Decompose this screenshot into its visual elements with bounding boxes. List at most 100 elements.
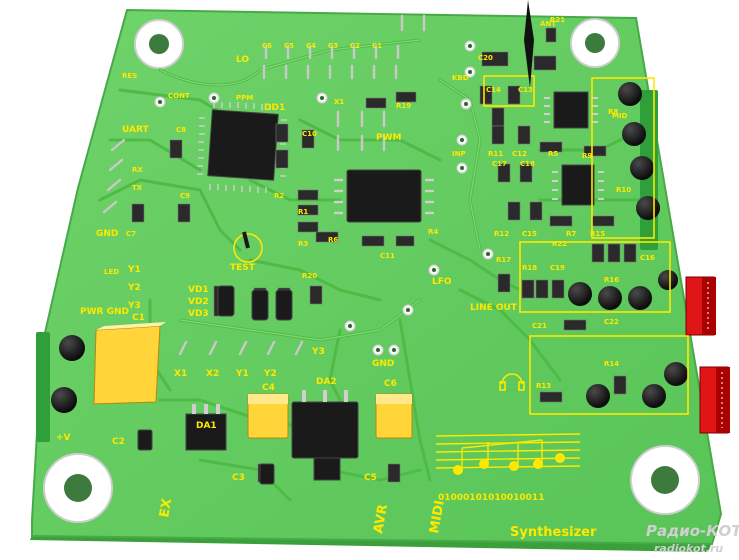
music-note-heads: [453, 453, 565, 475]
tx-label: TX: [132, 184, 143, 192]
led-label: LED: [104, 268, 119, 276]
ppm-label: PPM: [236, 94, 253, 102]
mount-hole-tl: [134, 19, 184, 69]
inp-label: INP: [452, 150, 466, 158]
hdr-c4: C4: [306, 42, 316, 50]
vd1-label: VD1: [188, 285, 209, 295]
c20-label: C20: [478, 54, 493, 62]
hv-label: +V: [56, 433, 71, 443]
r18-label: R18: [522, 264, 537, 272]
watermark-line1: Радио-КОТ: [646, 522, 739, 540]
title-midi: MIDI: [427, 499, 448, 535]
y-group-1: Y1: [127, 265, 141, 275]
r20-label: R20: [302, 272, 317, 280]
c14-label: C14: [486, 86, 501, 94]
cont-label: CONT: [168, 92, 190, 100]
pin-header-top: [262, 14, 426, 152]
c5-label: C5: [364, 473, 377, 483]
test-label: TEST: [230, 263, 256, 273]
hdr-c2: C2: [350, 42, 360, 50]
c18-label: C18: [520, 160, 535, 168]
pwr-gnd-label: PWR GND: [80, 307, 129, 317]
audio-jack-2: [699, 366, 730, 434]
lo-label: LO: [236, 55, 249, 65]
audio-jack-1: [685, 276, 716, 336]
c7-label: C7: [126, 230, 136, 238]
vias: [154, 40, 494, 356]
mcu-tqfp: [197, 102, 287, 193]
tantalum-cap-c6: [375, 393, 413, 439]
soic-chip-right-mid: [552, 164, 604, 206]
da1-label: DA1: [196, 421, 217, 431]
r11-label: R11: [488, 150, 503, 158]
mid-label: MID: [612, 112, 628, 120]
gnd-label-bottom: GND: [372, 359, 394, 369]
r17-label: R17: [496, 256, 511, 264]
r10-label: R10: [616, 186, 631, 194]
y3-label: Y3: [311, 347, 325, 357]
mount-hole-bl: [43, 453, 113, 523]
regulator-da1: [185, 404, 227, 451]
c21-label: C21: [532, 322, 547, 330]
y-group-2: Y2: [127, 283, 141, 293]
r9-label: R9: [582, 152, 592, 160]
r2-label: R2: [274, 192, 284, 200]
r13-label: R13: [536, 382, 551, 390]
soic-chip-center: [334, 169, 434, 223]
c15-label: C15: [522, 230, 537, 238]
hdr-c6: C6: [262, 42, 272, 50]
da2-label: DA2: [316, 377, 337, 387]
c16-label: C16: [640, 254, 655, 262]
title-ex: EX: [157, 497, 175, 518]
dd1-label: DD1: [264, 103, 285, 113]
hdr-c5: C5: [284, 42, 294, 50]
r1-label: R1: [298, 208, 308, 216]
c3-label: C3: [232, 473, 245, 483]
vd2-label: VD2: [188, 297, 209, 307]
soic-chip-right-top: [544, 91, 598, 129]
crystal-spike: [524, 0, 534, 88]
uart-label: UART: [122, 125, 150, 135]
gnd-label-left: GND: [96, 229, 118, 239]
watermark-line2: radiokot.ru: [654, 542, 723, 555]
r3-label: R3: [298, 240, 308, 248]
r4-label: R4: [428, 228, 438, 236]
c10-label: C10: [302, 130, 317, 138]
x1-top-label: X1: [334, 98, 344, 106]
r5-label: R5: [548, 150, 558, 158]
rx-label: RX: [132, 166, 143, 174]
c13-label: C13: [518, 86, 533, 94]
title-avr: AVR: [371, 503, 391, 534]
c2-label: C2: [112, 437, 125, 447]
r7-label: R7: [566, 230, 576, 238]
title-binary: 01000101010010011: [438, 493, 544, 503]
headphone-icon: [499, 373, 525, 391]
hdr-c1: C1: [372, 42, 382, 50]
x-pin-4: Y2: [263, 369, 277, 379]
y-group-3: Y3: [127, 301, 141, 311]
hdr-c3: C3: [328, 42, 338, 50]
r6-label: R6: [328, 236, 338, 244]
c4-label: C4: [262, 383, 275, 393]
vd3-label: VD3: [188, 309, 209, 319]
r19-label: R19: [396, 102, 411, 110]
r21-label: R21: [550, 16, 565, 24]
r8-label: R8: [608, 108, 618, 116]
pin-header-left: [102, 138, 126, 214]
c12-label: C12: [512, 150, 527, 158]
c1-label: C1: [132, 313, 145, 323]
c17-label: C17: [492, 160, 507, 168]
regulator-da2: [291, 390, 359, 481]
mount-hole-br: [630, 445, 700, 515]
pwm-label: PWM: [376, 133, 402, 143]
c19-label: C19: [550, 264, 565, 272]
r15-label: R15: [590, 230, 605, 238]
c6-label: C6: [384, 379, 397, 389]
r12-label: R12: [494, 230, 509, 238]
c11-label: C11: [380, 252, 395, 260]
c22-label: C22: [604, 318, 619, 326]
res-label: RES: [122, 72, 137, 80]
r14-label: R14: [604, 360, 619, 368]
lfo-label: LFO: [432, 277, 452, 287]
